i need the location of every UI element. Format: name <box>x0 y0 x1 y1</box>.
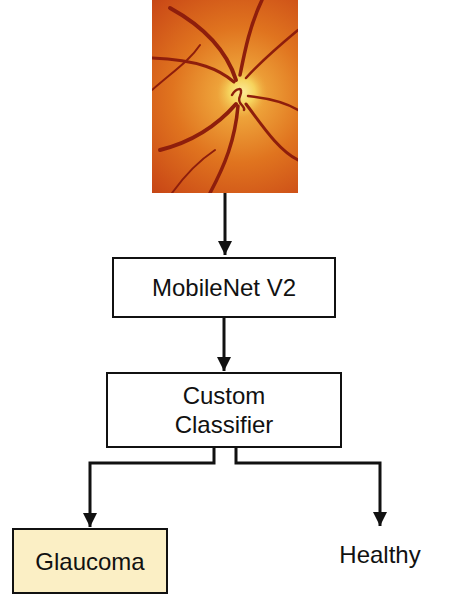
class-label: Healthy <box>318 540 442 569</box>
fundus-ground <box>152 0 298 193</box>
blood-vessels <box>152 0 298 193</box>
box-label: Custom Classifier <box>149 381 299 439</box>
fundus-image <box>152 0 298 193</box>
flow-arrow <box>223 318 226 371</box>
process-box: Custom Classifier <box>106 372 342 448</box>
flow-arrow <box>90 448 214 527</box>
image-arrow <box>224 193 227 255</box>
box-label: Glaucoma <box>35 547 144 576</box>
healthy-branch <box>236 448 380 526</box>
box-label: MobileNet V2 <box>152 273 296 302</box>
process-box: MobileNet V2 <box>112 257 336 318</box>
process-box: Glaucoma <box>12 528 168 594</box>
